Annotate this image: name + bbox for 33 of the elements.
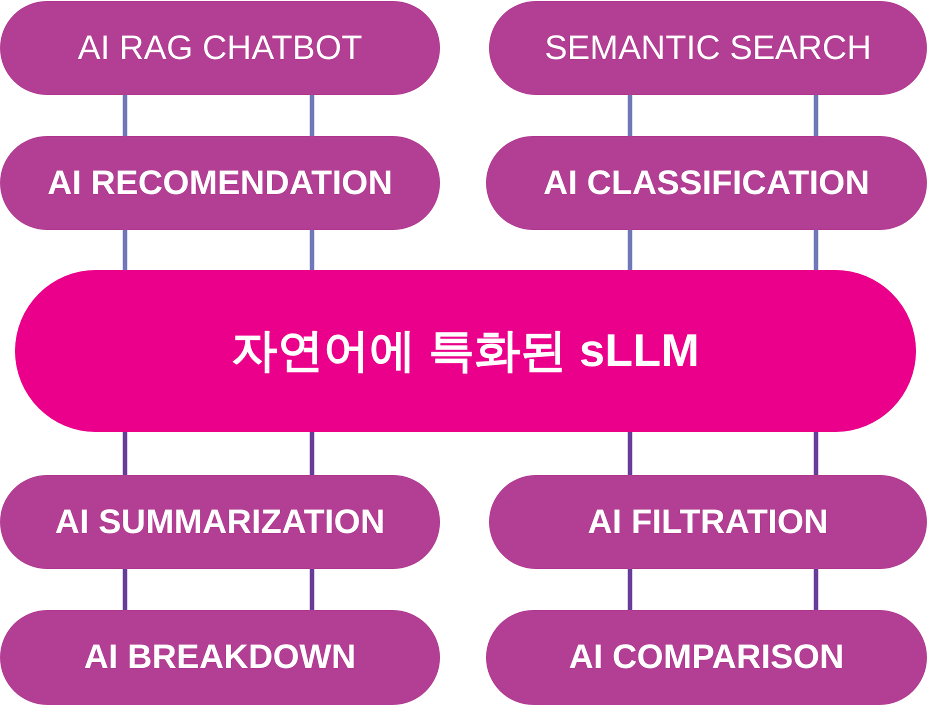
connector-line [122, 432, 128, 475]
connector-line [122, 230, 128, 270]
connector-line [310, 432, 314, 475]
connector-line [814, 569, 818, 610]
pill-box [0, 610, 440, 705]
connector-line [310, 95, 314, 136]
connector-line [310, 230, 314, 270]
capability-label: AI RECOMENDATION [47, 164, 393, 202]
capability-label: SEMANTIC SEARCH [544, 28, 872, 68]
pill-box [486, 610, 927, 705]
connector-line [310, 569, 314, 610]
connector-line [814, 95, 818, 136]
connector-line [628, 569, 632, 610]
capability-label: AI COMPARISON [568, 638, 844, 677]
capability-label: AI RAG CHATBOT [78, 28, 362, 68]
connector-line [628, 432, 632, 475]
pill-box [489, 1, 927, 95]
capability-label: AI FILTRATION [588, 502, 828, 542]
capability-label: AI SUMMARIZATION [55, 502, 385, 542]
pill-box [0, 1, 440, 95]
connector-line [122, 569, 128, 610]
connector-line [814, 432, 818, 475]
capability-label: AI CLASSIFICATION [543, 164, 870, 202]
pill-box [0, 136, 440, 230]
pill-box [486, 136, 927, 230]
connector-line [122, 95, 128, 136]
title-label: 자연어에 특화된 sLLM [232, 323, 700, 378]
pill-box [0, 475, 440, 569]
pill-box [489, 475, 927, 569]
connector-line [628, 95, 632, 136]
connector-line [814, 230, 818, 270]
capability-label: AI BREAKDOWN [84, 638, 356, 677]
connector-line [628, 230, 632, 270]
